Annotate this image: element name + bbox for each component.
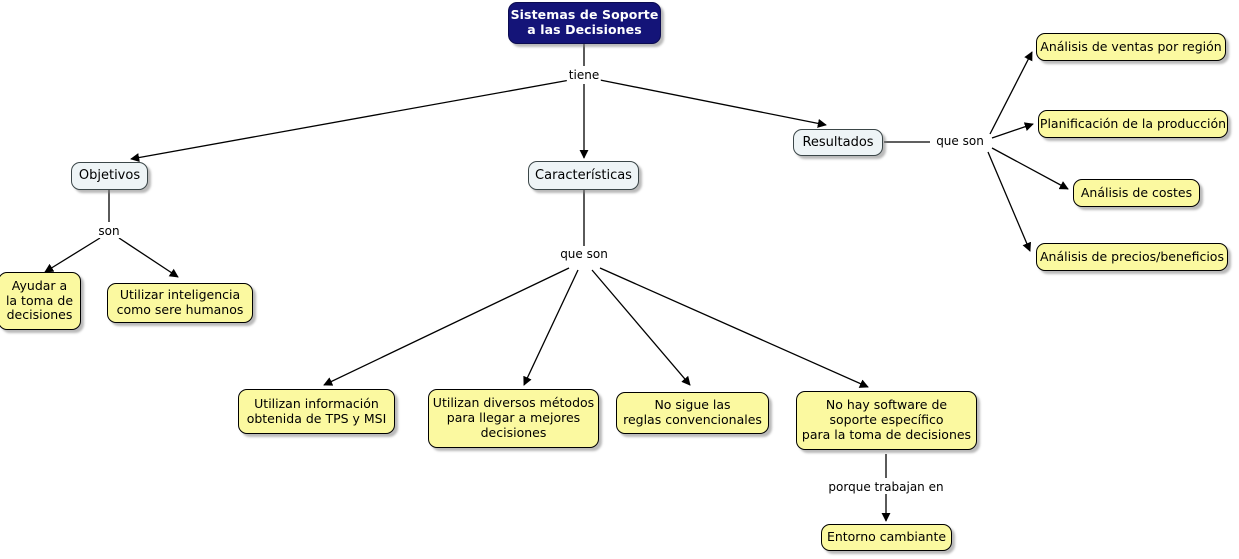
edge-label-son: son bbox=[96, 224, 122, 238]
node-objetivos[interactable]: Objetivos bbox=[71, 162, 148, 190]
edge-queson-to-precios bbox=[987, 151, 1031, 252]
edge-queson-to-ventas bbox=[989, 51, 1033, 135]
node-analisis-de-costes[interactable]: Análisis de costes bbox=[1073, 179, 1200, 207]
node-ayudar-a-la-toma-de-decisiones[interactable]: Ayudar a la toma de decisiones bbox=[0, 272, 81, 330]
node-planificacion-de-la-produccion[interactable]: Planificación de la producción bbox=[1038, 110, 1228, 138]
node-root-sistemas-de-soporte[interactable]: Sistemas de Soporte a las Decisiones bbox=[508, 2, 661, 44]
edge-label-que-son-caracteristicas: que son bbox=[558, 247, 610, 261]
edge-queson-to-informacion bbox=[323, 267, 570, 386]
node-utilizar-inteligencia[interactable]: Utilizar inteligencia como sere humanos bbox=[107, 283, 253, 323]
node-no-sigue-reglas-convencionales[interactable]: No sigue las reglas convencionales bbox=[616, 392, 769, 434]
edge-label-que-son-resultados: que son bbox=[934, 134, 986, 148]
edge-queson-to-planificacion bbox=[991, 122, 1034, 139]
node-resultados[interactable]: Resultados bbox=[793, 129, 883, 156]
edge-queson-to-software bbox=[599, 267, 869, 388]
edge-label-tiene: tiene bbox=[566, 68, 602, 82]
edge-tiene-to-objetivos bbox=[130, 79, 571, 163]
node-no-hay-software-soporte-especifico[interactable]: No hay software de soporte específico pa… bbox=[796, 391, 977, 450]
edge-son-to-inteligencia bbox=[118, 237, 179, 278]
node-analisis-de-ventas-por-region[interactable]: Análisis de ventas por región bbox=[1036, 33, 1226, 61]
edge-son-to-ayudar bbox=[44, 237, 101, 273]
node-utilizan-diversos-metodos[interactable]: Utilizan diversos métodos para llegar a … bbox=[428, 389, 599, 448]
edge-queson-to-reglas bbox=[591, 269, 691, 386]
edge-queson-to-metodos bbox=[523, 269, 579, 386]
node-utilizan-informacion-tps-msi[interactable]: Utilizan información obtenida de TPS y M… bbox=[238, 389, 395, 434]
node-caracteristicas[interactable]: Características bbox=[528, 161, 639, 190]
node-analisis-de-precios-beneficios[interactable]: Análisis de precios/beneficios bbox=[1036, 243, 1228, 271]
edge-label-porque-trabajan-en: porque trabajan en bbox=[826, 480, 946, 494]
node-entorno-cambiante[interactable]: Entorno cambiante bbox=[821, 524, 952, 551]
edge-tiene-to-resultados bbox=[599, 79, 827, 128]
edge-queson-to-costes bbox=[991, 147, 1069, 190]
